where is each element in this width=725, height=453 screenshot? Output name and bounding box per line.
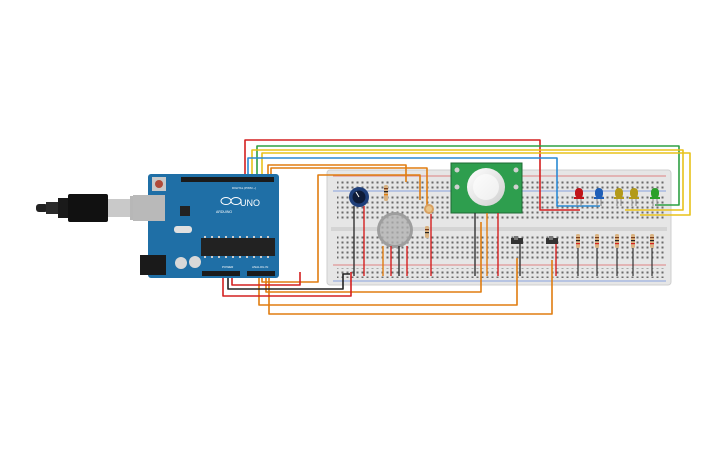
atmega-chip [201, 238, 275, 256]
pir-sensor-icon[interactable] [450, 162, 523, 214]
wire-orange-c[interactable] [261, 174, 421, 283]
board-brand-label: ARDUINO [216, 210, 232, 214]
slide-switch-1[interactable] [511, 236, 523, 244]
led-icon[interactable] [574, 188, 584, 206]
component-legs [353, 206, 557, 276]
board-pcb [148, 174, 279, 278]
crystal [174, 226, 192, 233]
atmega-pins [204, 236, 269, 258]
slide-switch-2[interactable] [546, 236, 558, 244]
wire-orange-d[interactable] [265, 222, 482, 293]
wire-green-top[interactable] [256, 145, 680, 206]
gas-sensor-icon[interactable] [377, 212, 413, 248]
resistor-icon[interactable] [615, 234, 619, 276]
wire-red-bottom-2[interactable] [231, 272, 301, 286]
resistor-icon[interactable] [576, 234, 580, 276]
wire-yellow-top-2[interactable] [261, 152, 691, 216]
wire-orange-f[interactable] [268, 260, 553, 315]
capacitor-1 [175, 257, 187, 269]
board-model-label: UNO [240, 198, 260, 208]
led-icon[interactable] [614, 188, 624, 206]
resistor-icon[interactable] [631, 234, 635, 276]
photoresistor-icon[interactable] [424, 204, 434, 238]
arduino-logo-icon [220, 197, 242, 205]
header-analog [247, 271, 275, 276]
wire-red-top[interactable] [244, 139, 580, 211]
led-resistors [576, 234, 654, 276]
header-power-label: POWER [222, 265, 234, 269]
header-analog-label: ANALOG IN [252, 265, 268, 269]
wire-orange-a[interactable] [267, 164, 407, 182]
header-digital-label: DIGITAL (PWM ~) [232, 186, 256, 190]
header-power [202, 271, 240, 276]
usb-jack [133, 195, 165, 221]
wire-orange-e[interactable] [258, 258, 518, 306]
wire-red-bottom[interactable] [222, 272, 352, 297]
led-icon[interactable] [594, 188, 604, 206]
wire-black-bottom[interactable] [227, 273, 350, 290]
power-jack [140, 255, 166, 275]
wires [222, 139, 691, 315]
led-icon[interactable] [650, 188, 660, 206]
chip-small [180, 206, 190, 216]
leds-group [574, 188, 660, 206]
potentiometer-icon[interactable] [349, 187, 369, 207]
wire-blue-top[interactable] [247, 157, 600, 207]
resistor-icon[interactable] [595, 234, 599, 276]
center-channel [331, 227, 667, 231]
header-digital [181, 177, 274, 182]
wire-orange-b[interactable] [270, 167, 428, 205]
led-icon[interactable] [629, 188, 639, 206]
capacitor-2 [189, 256, 201, 268]
wire-yellow-top[interactable] [251, 149, 684, 211]
arduino-uno-board[interactable]: UNO ARDUINO DIGITAL (PWM ~) POWER ANALOG… [133, 174, 279, 278]
reset-button-cap[interactable] [155, 180, 163, 188]
rail-bottom-holes [337, 268, 665, 278]
resistor-icon[interactable] [384, 185, 388, 201]
resistor-icon[interactable] [650, 234, 654, 276]
